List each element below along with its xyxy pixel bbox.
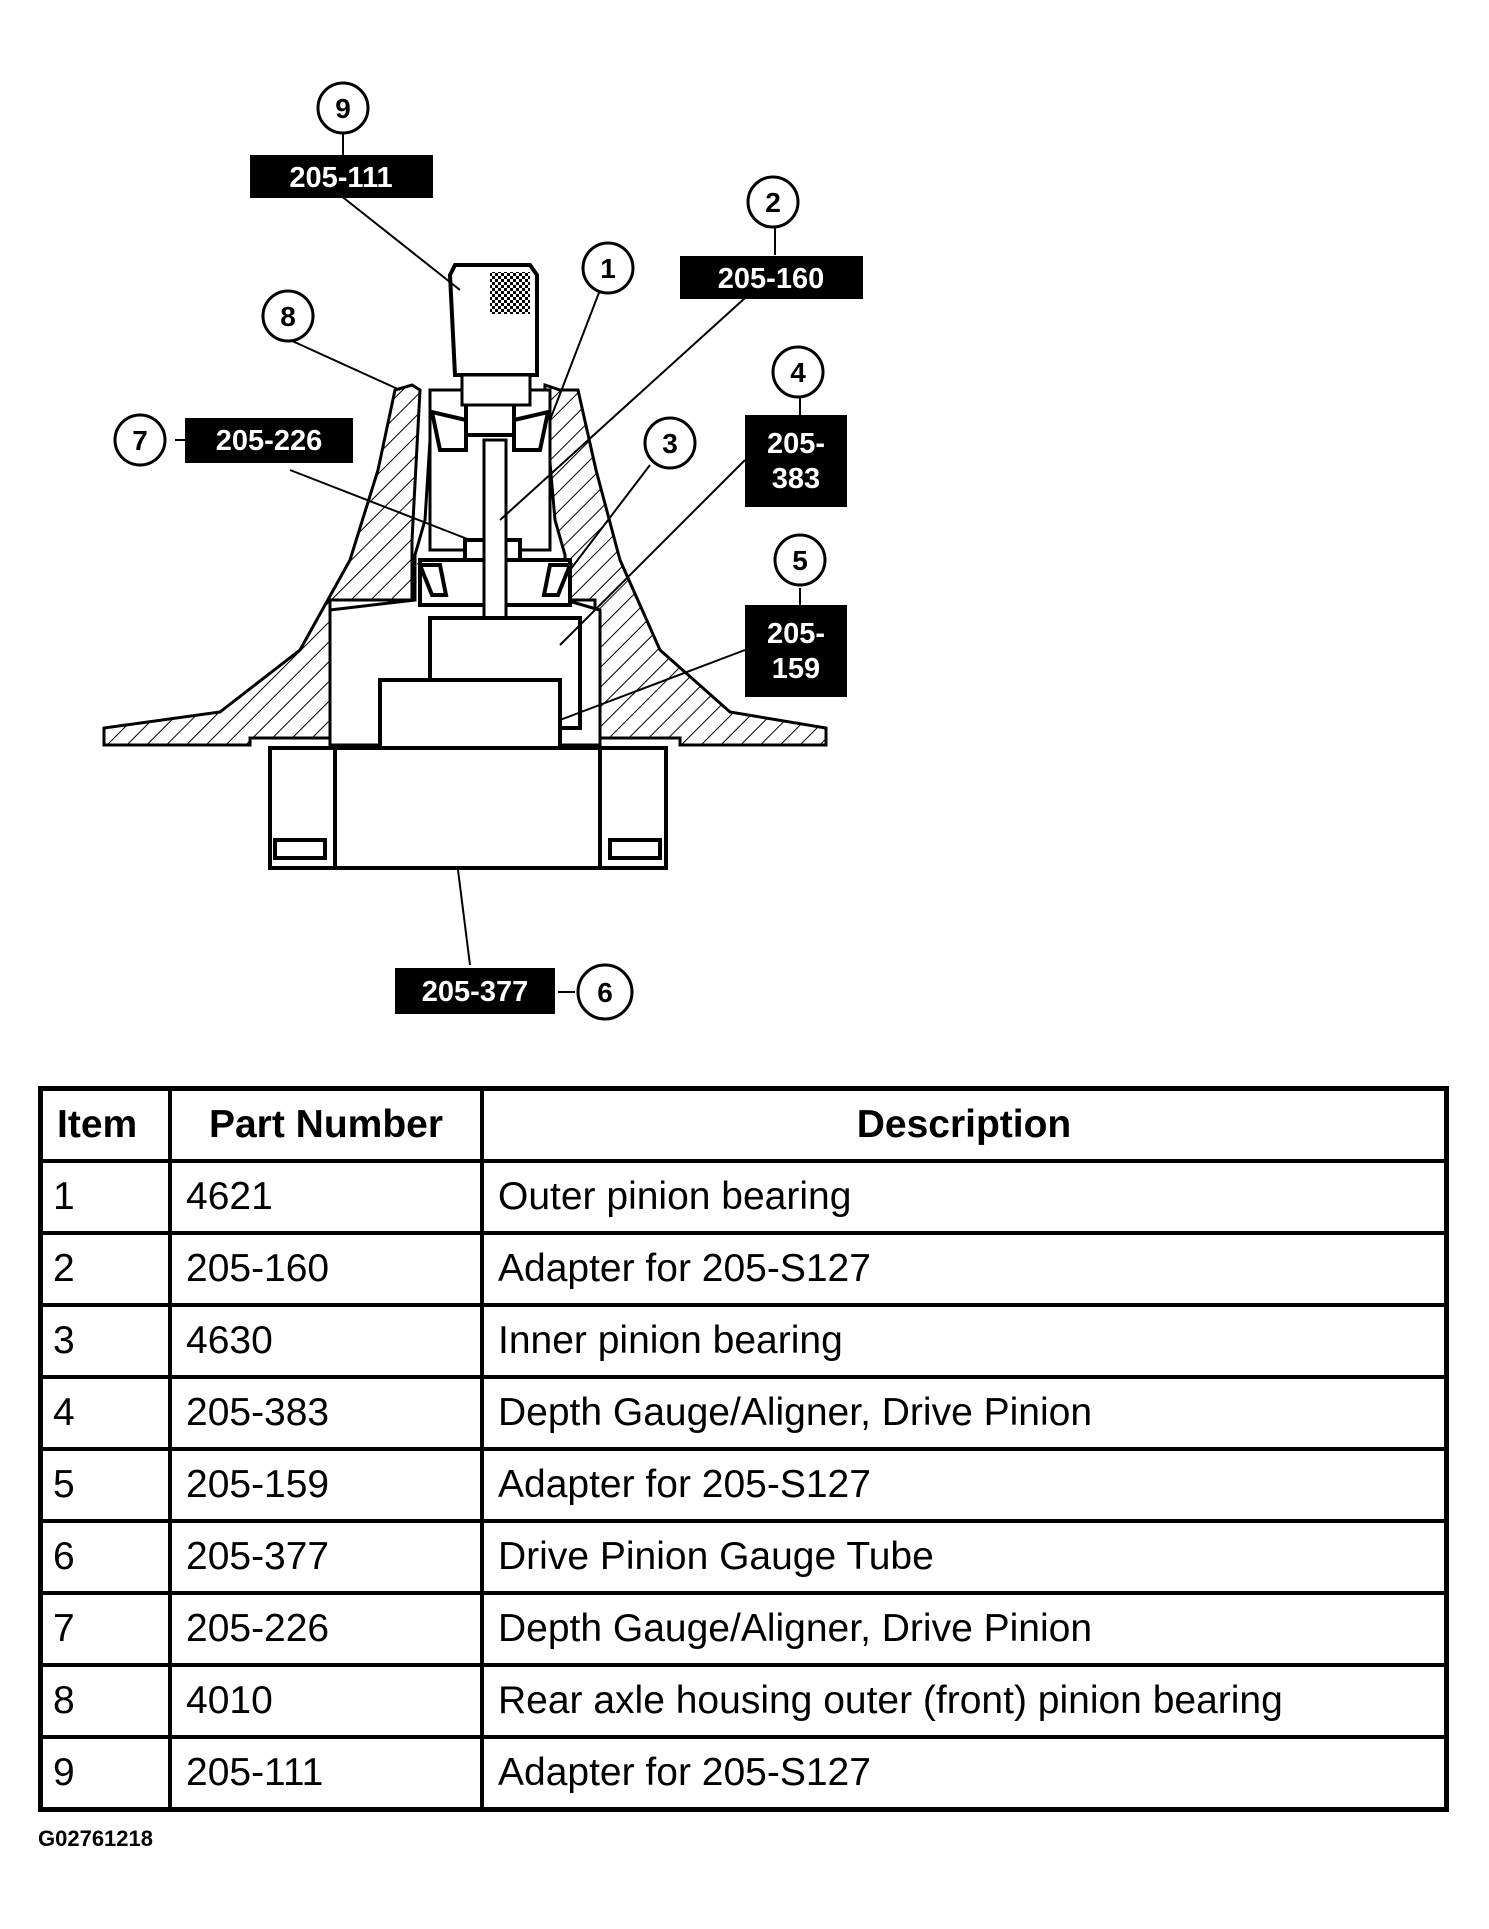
callout-7: 7 — [113, 413, 167, 467]
gauge-tube-base — [268, 746, 668, 870]
tool-label-205-383-line1: 205- — [767, 428, 825, 460]
cell-description: Adapter for 205-S127 — [480, 1735, 1449, 1812]
cell-item: 5 — [38, 1447, 172, 1523]
tool-label-205-226-text: 205-226 — [216, 425, 322, 457]
callout-2-number: 2 — [765, 187, 781, 218]
cell-part-number: 205-159 — [168, 1447, 484, 1523]
cell-part-number: 205-377 — [168, 1519, 484, 1595]
tool-label-205-111: 205-111 — [250, 155, 433, 198]
cell-description: Rear axle housing outer (front) pinion b… — [480, 1663, 1449, 1739]
callout-9: 9 — [316, 81, 370, 135]
cell-item: 2 — [38, 1231, 172, 1307]
callout-8: 8 — [261, 289, 315, 343]
callout-2: 2 — [746, 175, 800, 229]
callout-6-number: 6 — [597, 977, 613, 1008]
cell-item: 7 — [38, 1591, 172, 1667]
callout-9-number: 9 — [335, 93, 351, 124]
cell-item: 4 — [38, 1375, 172, 1451]
tool-label-205-377-text: 205-377 — [422, 976, 528, 1008]
callout-1-number: 1 — [600, 253, 616, 284]
tool-label-205-383: 205- 383 — [745, 415, 847, 507]
figure-code: G02761218 — [38, 1826, 153, 1851]
cell-part-number: 205-226 — [168, 1591, 484, 1667]
cell-item: 1 — [38, 1159, 172, 1235]
cell-part-number: 205-160 — [168, 1231, 484, 1307]
leader-lines — [175, 132, 801, 993]
cell-item: 9 — [38, 1735, 172, 1812]
callout-3: 3 — [643, 416, 697, 470]
cell-description: Depth Gauge/Aligner, Drive Pinion — [480, 1375, 1449, 1451]
pinion-depth-diagram: 9 2 1 8 7 3 4 5 6 205-111 205-160 — [102, 81, 863, 1021]
tool-label-205-160-text: 205-160 — [718, 263, 824, 295]
cell-part-number: 4010 — [168, 1663, 484, 1739]
cell-part-number: 4630 — [168, 1303, 484, 1379]
tool-label-205-159: 205- 159 — [745, 605, 847, 697]
cell-description: Drive Pinion Gauge Tube — [480, 1519, 1449, 1595]
callout-5: 5 — [773, 533, 827, 587]
tool-label-205-226: 205-226 — [185, 418, 353, 463]
header-description: Description — [480, 1086, 1449, 1163]
cell-item: 3 — [38, 1303, 172, 1379]
header-item: Item — [38, 1086, 172, 1163]
tool-label-205-159-line1: 205- — [767, 618, 825, 650]
cell-item: 8 — [38, 1663, 172, 1739]
header-part-number: Part Number — [168, 1086, 484, 1163]
cell-part-number: 205-383 — [168, 1375, 484, 1451]
cell-part-number: 205-111 — [168, 1735, 484, 1812]
tool-label-205-160: 205-160 — [680, 256, 863, 299]
cell-description: Outer pinion bearing — [480, 1159, 1449, 1235]
callout-6: 6 — [576, 963, 634, 1021]
cell-description: Adapter for 205-S127 — [480, 1231, 1449, 1307]
tool-label-205-159-line2: 159 — [772, 653, 820, 685]
callout-4-number: 4 — [790, 357, 806, 388]
cell-part-number: 4621 — [168, 1159, 484, 1235]
callout-1: 1 — [581, 241, 635, 295]
cell-description: Depth Gauge/Aligner, Drive Pinion — [480, 1591, 1449, 1667]
tool-label-205-377: 205-377 — [395, 968, 555, 1014]
tool-label-205-111-text: 205-111 — [289, 162, 392, 194]
callout-5-number: 5 — [792, 545, 808, 576]
callout-3-number: 3 — [662, 428, 678, 459]
cell-description: Adapter for 205-S127 — [480, 1447, 1449, 1523]
adapter-knob — [447, 263, 539, 407]
cell-item: 6 — [38, 1519, 172, 1595]
tool-label-205-383-line2: 383 — [772, 463, 820, 495]
table-header-row: Item Part Number Description — [38, 1086, 1449, 1163]
callout-7-number: 7 — [132, 425, 148, 456]
cell-description: Inner pinion bearing — [480, 1303, 1449, 1379]
callout-4: 4 — [771, 345, 825, 399]
callout-8-number: 8 — [280, 301, 296, 332]
